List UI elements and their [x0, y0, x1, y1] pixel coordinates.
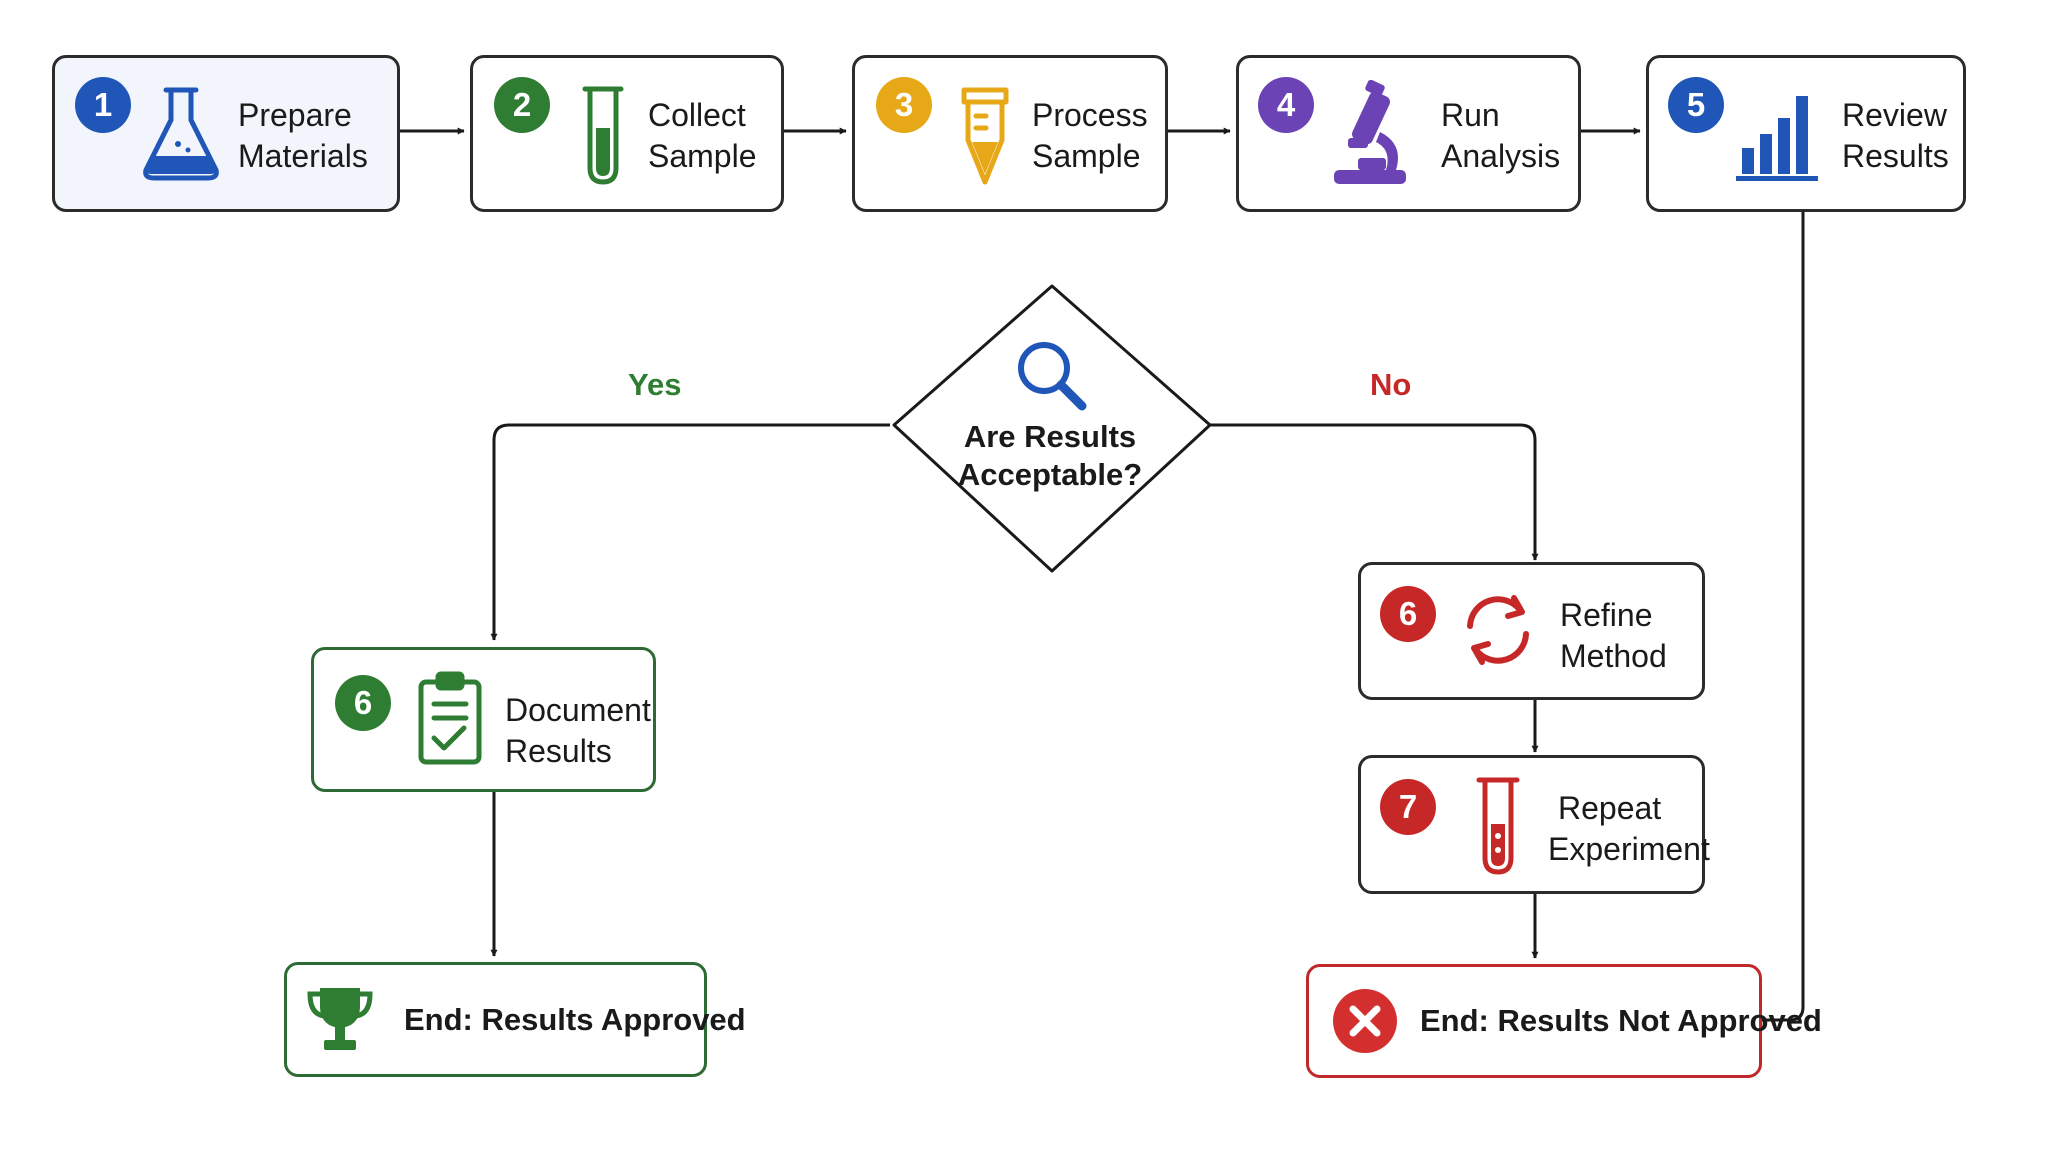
- connector-review-end: [1762, 212, 1805, 1022]
- magnifier-icon: [1014, 338, 1088, 412]
- step-label-line1: Document: [505, 692, 651, 728]
- decision-label-line1: Are Results: [963, 419, 1137, 454]
- step-number-badge: 6: [1380, 586, 1436, 642]
- step-label-line2: Method: [1560, 638, 1667, 674]
- step-number-badge: 5: [1668, 77, 1724, 133]
- step-label: Document Results: [505, 690, 651, 772]
- clipboard-check-icon: [416, 670, 484, 766]
- step-label: Run Analysis: [1441, 95, 1560, 177]
- step-number-badge: 4: [1258, 77, 1314, 133]
- step-label: Repeat Experiment: [1548, 788, 1710, 870]
- decision-label-line2: Acceptable?: [957, 457, 1143, 492]
- step-label-line1: Collect: [648, 97, 746, 133]
- decision-label: Are Results Acceptable?: [900, 418, 1200, 494]
- step-label-line2: Results: [505, 733, 612, 769]
- decision-diamond: [892, 284, 1212, 573]
- step-label-line2: Sample: [1032, 138, 1141, 174]
- step-label: Refine Method: [1560, 595, 1667, 677]
- trophy-icon: [306, 984, 374, 1054]
- step-label: Process Sample: [1032, 95, 1148, 177]
- sample-tube-icon: [960, 84, 1010, 188]
- step-label-line1: Repeat: [1558, 790, 1662, 826]
- step-label: Review Results: [1842, 95, 1949, 177]
- x-circle-icon: [1332, 988, 1398, 1054]
- branch-label-yes: Yes: [628, 367, 682, 402]
- step-label: Prepare Materials: [238, 95, 368, 177]
- step-number-badge: 2: [494, 77, 550, 133]
- step-number-badge: 1: [75, 77, 131, 133]
- microscope-icon: [1328, 80, 1412, 188]
- end-label: End: Results Not Approved: [1420, 1003, 1822, 1038]
- flask-icon: [140, 84, 222, 184]
- step-label-line2: Sample: [648, 138, 757, 174]
- step-number-badge: 6: [335, 675, 391, 731]
- step-refine-method: [1358, 562, 1705, 700]
- step-label-line1: Process: [1032, 97, 1148, 133]
- step-label-line1: Review: [1842, 97, 1947, 133]
- branch-label-no: No: [1370, 367, 1412, 402]
- test-tube-icon: [580, 84, 626, 188]
- bar-chart-icon: [1736, 92, 1818, 182]
- step-label-line2: Analysis: [1441, 138, 1561, 174]
- connector-yes: [490, 423, 890, 641]
- end-label: End: Results Approved: [404, 1002, 746, 1037]
- step-label-line1: Run: [1441, 97, 1500, 133]
- step-number-badge: 7: [1380, 779, 1436, 835]
- step-label-line2: Experiment: [1548, 831, 1710, 867]
- refresh-icon: [1458, 590, 1538, 670]
- step-label-line1: Refine: [1560, 597, 1653, 633]
- connector-no: [1210, 423, 1539, 561]
- step-label-line1: Prepare: [238, 97, 352, 133]
- step-label-line2: Materials: [238, 138, 368, 174]
- test-tube-icon: [1475, 774, 1521, 878]
- step-label: Collect Sample: [648, 95, 757, 177]
- step-number-badge: 3: [876, 77, 932, 133]
- step-label-line2: Results: [1842, 138, 1949, 174]
